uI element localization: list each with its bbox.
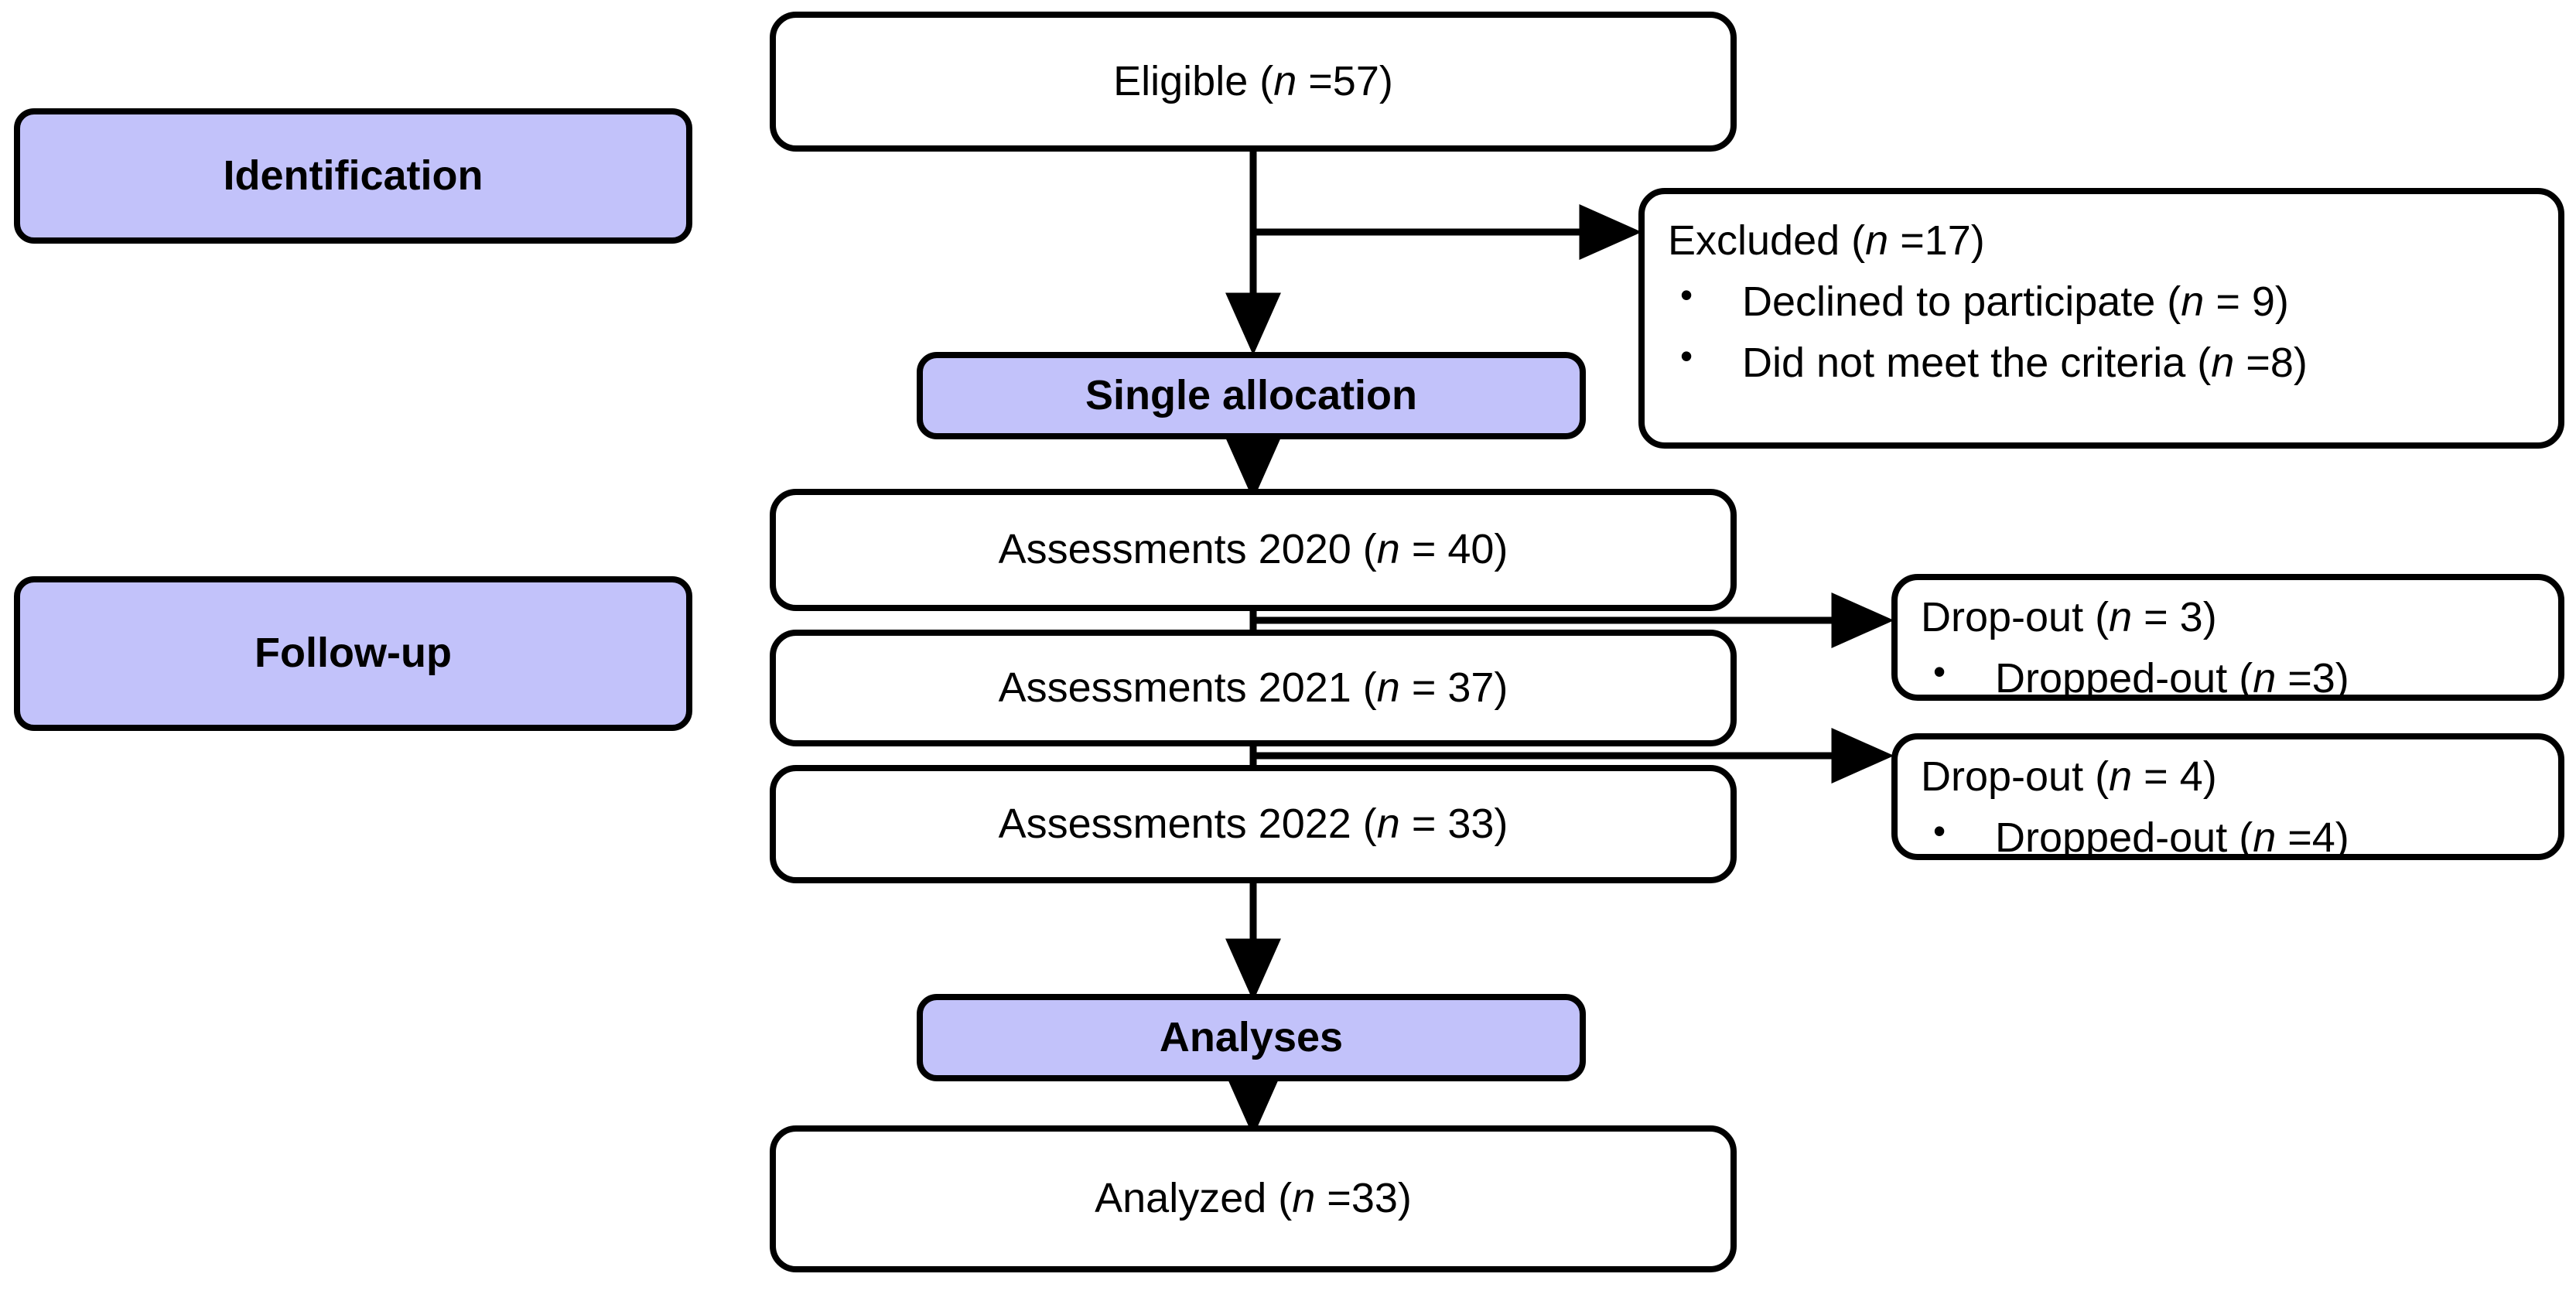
- node-assessments-2020-text: Assessments 2020 (n = 40): [998, 526, 1508, 573]
- node-assessments-2021-text: Assessments 2021 (n = 37): [998, 664, 1508, 711]
- node-eligible: Eligible (n =57): [770, 12, 1737, 152]
- list-item: Declined to participate (n = 9): [1668, 272, 2532, 329]
- node-dropout-2-header: Drop-out (n = 4): [1921, 753, 2217, 800]
- stage-label-identification: Identification: [14, 108, 692, 244]
- node-analyzed: Analyzed (n =33): [770, 1125, 1737, 1272]
- list-item: Did not meet the criteria (n =8): [1668, 333, 2532, 390]
- node-assessments-2022: Assessments 2022 (n = 33): [770, 765, 1737, 883]
- node-analyzed-text: Analyzed (n =33): [1095, 1175, 1412, 1222]
- node-assessments-2022-text: Assessments 2022 (n = 33): [998, 800, 1508, 847]
- node-eligible-text: Eligible (n =57): [1113, 57, 1393, 104]
- node-dropout-1-bullet-list: Dropped-out (n =3): [1921, 649, 2532, 705]
- stage-bar-single-allocation-text: Single allocation: [1085, 371, 1418, 418]
- node-dropout-1-header: Drop-out (n = 3): [1921, 594, 2217, 640]
- node-assessments-2020: Assessments 2020 (n = 40): [770, 489, 1737, 611]
- node-dropout-1: Drop-out (n = 3) Dropped-out (n =3): [1891, 574, 2564, 702]
- stage-label-follow-up: Follow-up: [14, 576, 692, 731]
- node-excluded-bullet-list: Declined to participate (n = 9) Did not …: [1668, 272, 2532, 390]
- node-assessments-2021: Assessments 2021 (n = 37): [770, 630, 1737, 746]
- node-dropout-2-bullet-list: Dropped-out (n =4): [1921, 808, 2532, 865]
- list-item: Dropped-out (n =4): [1921, 808, 2532, 865]
- list-item: Dropped-out (n =3): [1921, 649, 2532, 705]
- stage-bar-single-allocation: Single allocation: [917, 352, 1586, 439]
- stage-bar-analyses-text: Analyses: [1159, 1013, 1344, 1060]
- node-dropout-2: Drop-out (n = 4) Dropped-out (n =4): [1891, 733, 2564, 861]
- stage-label-follow-up-text: Follow-up: [255, 630, 452, 677]
- stage-label-identification-text: Identification: [223, 152, 483, 199]
- node-excluded-header: Excluded (n =17): [1668, 217, 1985, 264]
- node-excluded: Excluded (n =17) Declined to participate…: [1638, 188, 2564, 449]
- stage-bar-analyses: Analyses: [917, 994, 1586, 1081]
